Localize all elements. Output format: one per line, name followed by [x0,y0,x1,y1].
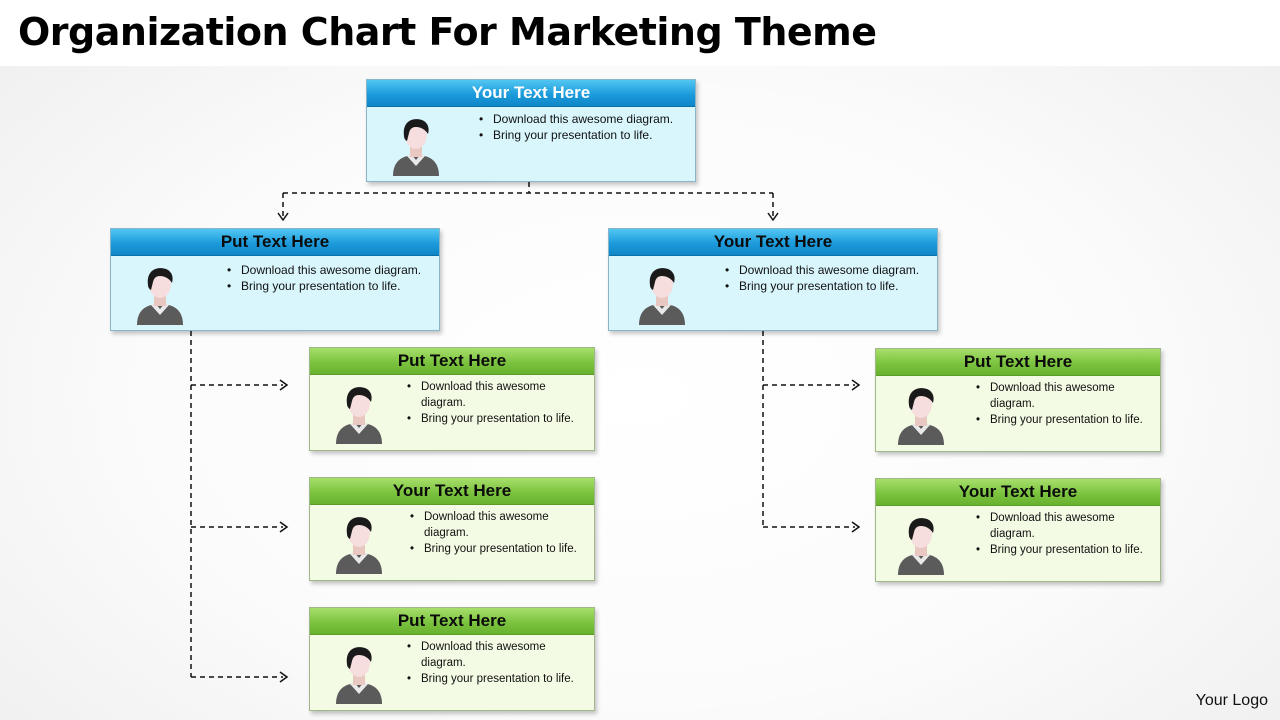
bullet-item: Bring your presentation to life. [723,278,919,294]
card-left-child-1-heading: Put Text Here [310,348,594,375]
card-left-child-3-body: Download this awesome diagram. Bring you… [310,634,594,710]
title-bar [0,0,1280,66]
arrowhead-right [767,212,779,222]
bullet-item: Download this awesome [405,379,574,395]
card-left-child-3-bullets: Download this awesome diagram. Bring you… [405,639,574,687]
bullet-item: Bring your presentation to life. [405,671,574,687]
card-right: Your Text Here Download this awesome dia… [608,228,938,331]
arrowhead-right-child-2 [851,521,861,533]
card-left-bullets: Download this awesome diagram. Bring you… [225,262,421,294]
card-left-child-1-bullets: Download this awesome diagram. Bring you… [405,379,574,427]
person-avatar-icon [135,263,185,325]
card-right-bullets: Download this awesome diagram. Bring you… [723,262,919,294]
bullet-continuation: diagram. [990,528,1035,540]
card-left-child-2-bullets: Download this awesome diagram. Bring you… [408,509,577,557]
card-right-child-1-heading: Put Text Here [876,349,1160,376]
card-left-child-2: Your Text Here Download this awesome dia… [309,477,595,581]
bullet-continuation: diagram. [421,397,466,409]
card-left-child-1-body: Download this awesome diagram. Bring you… [310,374,594,450]
bullet-item: Download this awesome [974,380,1143,396]
bullet-continuation: diagram. [424,527,469,539]
bullet-item: Bring your presentation to life. [974,542,1143,558]
page-title: Organization Chart For Marketing Theme [18,10,877,54]
arrowhead-left-child-3 [279,671,289,683]
bullet-item: Download this awesome [974,510,1143,526]
person-avatar-icon [637,263,687,325]
card-right-child-2-bullets: Download this awesome diagram. Bring you… [974,510,1143,558]
card-left-child-3-heading: Put Text Here [310,608,594,635]
card-right-child-1-bullets: Download this awesome diagram. Bring you… [974,380,1143,428]
card-right-child-1: Put Text Here Download this awesome diag… [875,348,1161,452]
card-left-child-2-heading: Your Text Here [310,478,594,505]
person-avatar-icon [896,513,946,575]
bullet-item: Bring your presentation to life. [405,411,574,427]
person-avatar-icon [334,382,384,444]
card-left-heading: Put Text Here [111,229,439,256]
bullet-item: Download this awesome [405,639,574,655]
card-right-child-1-body: Download this awesome diagram. Bring you… [876,375,1160,451]
arrowhead-left [277,212,289,222]
bullet-item: Bring your presentation to life. [408,541,577,557]
bullet-item: Download this awesome diagram. [225,262,421,278]
card-top-body: Download this awesome diagram. Bring you… [367,106,695,181]
person-avatar-icon [896,383,946,445]
person-avatar-icon [334,642,384,704]
arrowhead-right-child-1 [851,379,861,391]
bullet-item: Download this awesome diagram. [723,262,919,278]
card-right-child-2: Your Text Here Download this awesome dia… [875,478,1161,582]
card-left-child-3: Put Text Here Download this awesome diag… [309,607,595,711]
bullet-item: Download this awesome [408,509,577,525]
card-right-child-2-body: Download this awesome diagram. Bring you… [876,505,1160,581]
bullet-continuation: diagram. [421,657,466,669]
card-right-child-2-heading: Your Text Here [876,479,1160,506]
bullet-continuation: diagram. [990,398,1035,410]
bullet-item: Download this awesome diagram. [477,111,673,127]
logo-text: Your Logo [1195,692,1268,709]
card-top: Your Text Here Download this awesome dia… [366,79,696,182]
person-avatar-icon [391,114,441,176]
person-avatar-icon [334,512,384,574]
card-left: Put Text Here Download this awesome diag… [110,228,440,331]
card-left-child-1: Put Text Here Download this awesome diag… [309,347,595,451]
card-left-child-2-body: Download this awesome diagram. Bring you… [310,504,594,580]
card-left-body: Download this awesome diagram. Bring you… [111,255,439,330]
card-right-heading: Your Text Here [609,229,937,256]
bullet-item: Bring your presentation to life. [225,278,421,294]
arrowhead-left-child-2 [279,521,289,533]
bullet-item: Bring your presentation to life. [477,127,673,143]
bullet-item: Bring your presentation to life. [974,412,1143,428]
card-right-body: Download this awesome diagram. Bring you… [609,255,937,330]
arrowhead-left-child-1 [279,379,289,391]
card-top-bullets: Download this awesome diagram. Bring you… [477,111,673,143]
card-top-heading: Your Text Here [367,80,695,107]
